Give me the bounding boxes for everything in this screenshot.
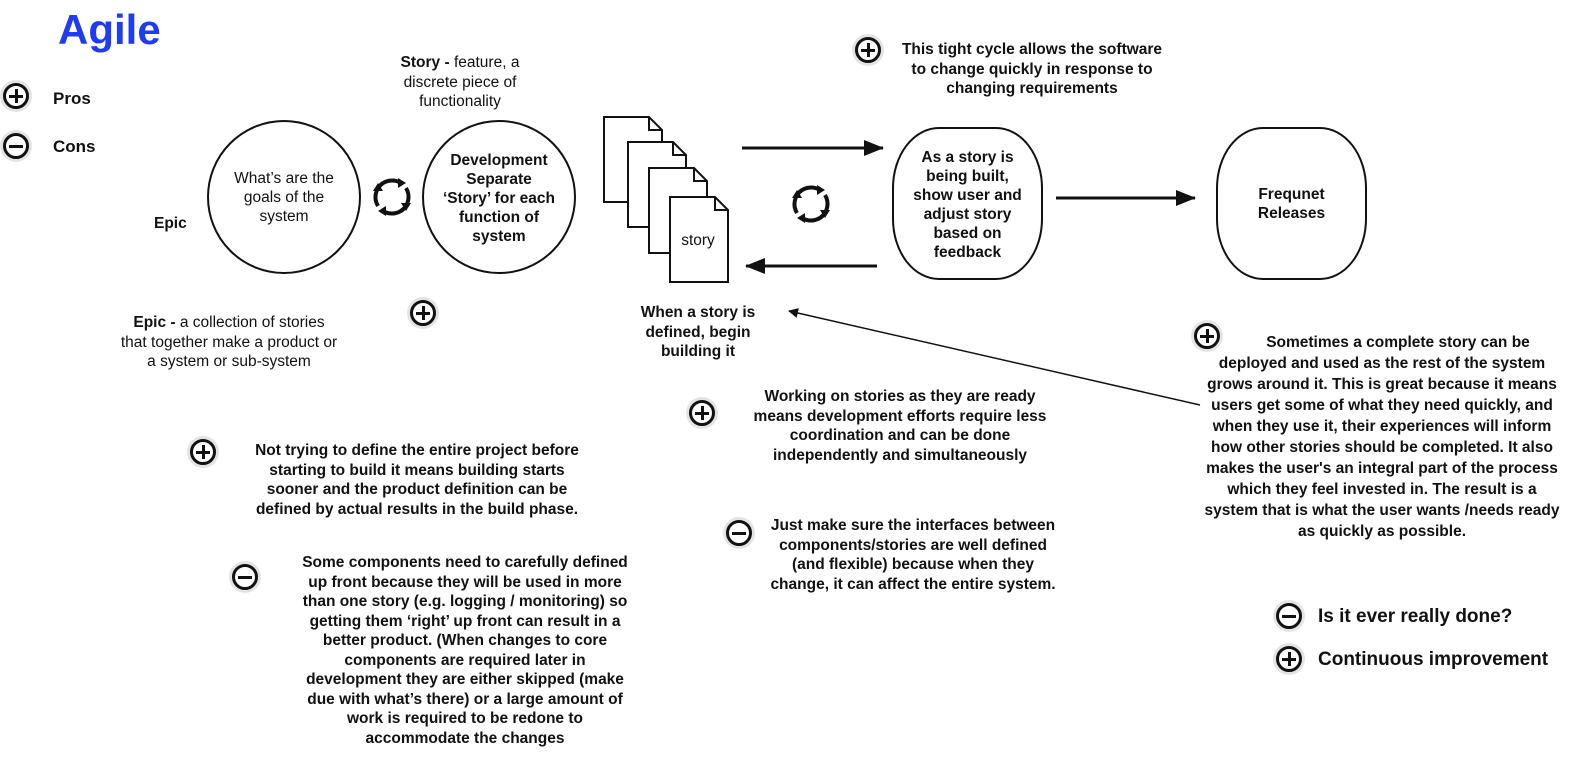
feedback-text: As a story is being built, show user and…: [913, 149, 1022, 261]
minus-icon: [723, 517, 755, 549]
goals-text: What’s are the goals of the system: [234, 169, 334, 225]
plus-icon: [852, 34, 884, 66]
note-continuous: Continuous improvement: [1318, 649, 1549, 670]
epic-definition: Epic - a collection of stories that toge…: [120, 313, 338, 372]
plus-icon: [407, 297, 439, 329]
development-text: Development Separate ‘Story’ for each fu…: [443, 151, 555, 245]
plus-icon: [0, 80, 32, 112]
epic-definition-text: a collection of stories that together ma…: [120, 314, 338, 370]
note-not-defining: Not trying to define the entire project …: [255, 442, 579, 518]
story-term: Story -: [400, 54, 450, 71]
goals-circle: [207, 120, 361, 274]
minus-icon: [0, 130, 32, 162]
note-tight-cycle: This tight cycle allows the software to …: [901, 41, 1163, 97]
legend-pros-label: Pros: [53, 89, 91, 108]
releases-text: Frequnet Releases: [1257, 186, 1326, 222]
cycle-icon: [790, 183, 832, 225]
arrow-to-build-caption: [788, 308, 1201, 406]
note-working-stories: Working on stories as they are ready mea…: [753, 388, 1047, 464]
minus-icon: [1273, 600, 1305, 632]
minus-icon: [229, 561, 261, 593]
development-circle: [422, 120, 576, 274]
plus-icon: [686, 397, 718, 429]
note-ever-done: Is it ever really done?: [1318, 606, 1513, 627]
plus-icon: [187, 436, 219, 468]
note-complete-story: Sometimes a complete story can be deploy…: [1204, 334, 1560, 540]
epic-term: Epic -: [133, 314, 176, 331]
story-doc-label: story: [681, 231, 715, 249]
releases-node: [1216, 127, 1367, 280]
story-definition-text: feature, a discrete piece of functionali…: [403, 54, 520, 110]
feedback-node: [892, 127, 1043, 280]
note-interfaces: Just make sure the interfaces between co…: [770, 517, 1056, 593]
note-components: Some components need to carefully define…: [302, 554, 628, 747]
cycle-icon: [371, 176, 413, 218]
legend-cons-label: Cons: [53, 137, 96, 156]
epic-label: Epic: [154, 215, 187, 232]
build-caption: When a story is defined, begin building …: [640, 304, 756, 360]
plus-icon: [1191, 320, 1223, 352]
plus-icon: [1273, 643, 1305, 675]
page-title: Agile: [58, 6, 161, 53]
story-definition: Story - feature, a discrete piece of fun…: [386, 53, 534, 112]
